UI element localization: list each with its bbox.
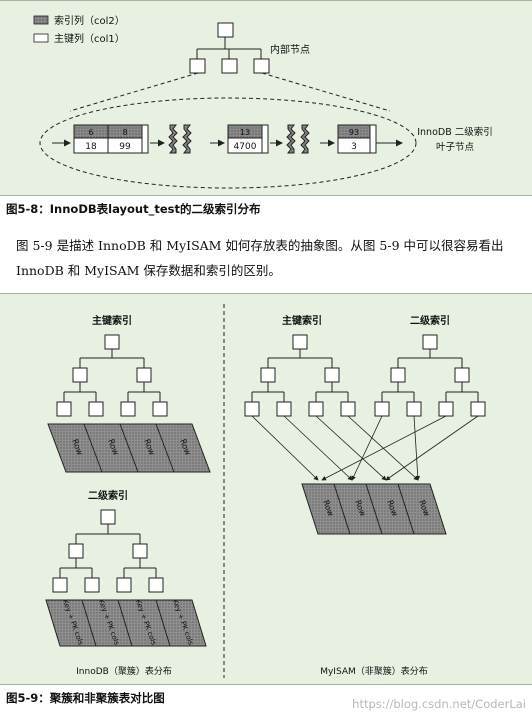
myisam-primary-leaf — [308, 401, 324, 417]
myisam-primary-leaf — [244, 401, 260, 417]
leaf-1-key-value: 8 — [122, 128, 127, 137]
leaf-1-pk-value: 18 — [85, 142, 97, 152]
internal-node — [189, 58, 206, 74]
leaf-3-pk-value: 3 — [351, 142, 357, 152]
innodb-secondary-leaf — [52, 577, 68, 593]
internal-node — [253, 58, 270, 74]
body-paragraph: 图 5-9 是描述 InnoDB 和 MyISAM 如何存放表的抽象图。从图 5… — [16, 238, 504, 278]
myisam-secondary-leaf — [406, 401, 422, 417]
innodb-primary-title: 主键索引 — [92, 314, 132, 327]
myisam-primary-root — [292, 334, 308, 350]
figure-5-8-caption: 图5-8：InnoDB表layout_test的二级索引分布 — [6, 202, 261, 216]
innodb-secondary-leaf — [84, 577, 100, 593]
page-break-marker — [168, 124, 192, 154]
page-break-marker — [286, 124, 310, 154]
innodb-primary-root — [104, 334, 120, 350]
leaf-1-pk-value: 99 — [119, 142, 131, 152]
innodb-secondary-title: 二级索引 — [88, 489, 128, 502]
leaf-level-envelope — [39, 97, 417, 189]
row-pointer-arrows — [251, 415, 479, 481]
myisam-secondary-node — [454, 367, 470, 383]
leaf-2-pk-value: 4700 — [234, 142, 257, 152]
internal-node — [221, 58, 238, 74]
innodb-secondary-node — [132, 543, 148, 559]
legend-secondary-label: 索引列（col2） — [54, 14, 125, 27]
innodb-secondary-node — [68, 543, 84, 559]
myisam-secondary-title: 二级索引 — [410, 314, 450, 327]
legend-secondary-swatch — [33, 15, 49, 25]
figure-5-9-panel: 主键索引 Row Row Row Row 二级索引 — [0, 293, 532, 685]
myisam-primary-leaf — [340, 401, 356, 417]
myisam-primary-node — [260, 367, 276, 383]
myisam-primary-leaf — [276, 401, 292, 417]
leaf-label-line2: 叶子节点 — [436, 142, 475, 153]
figure-5-9-caption: 图5-9：聚簇和非聚簇表对比图 — [6, 691, 165, 705]
innodb-secondary-root — [100, 509, 116, 525]
myisam-primary-node — [324, 367, 340, 383]
myisam-secondary-node — [390, 367, 406, 383]
figure-5-8-diagram: 索引列（col2） 主键列（col1） 内部节点 6 8 18 99 — [33, 14, 493, 189]
root-node — [217, 22, 234, 38]
watermark-url: https://blog.csdn.net/CoderLai — [352, 697, 526, 711]
innodb-secondary-leaf — [116, 577, 132, 593]
innodb-secondary-leaf — [148, 577, 164, 593]
leaf-2-key-value: 13 — [240, 128, 250, 137]
innodb-primary-node — [136, 367, 152, 383]
innodb-primary-leaf — [120, 401, 136, 417]
myisam-footer: MyISAM（非聚簇）表分布 — [320, 665, 428, 677]
innodb-primary-leaf — [56, 401, 72, 417]
innodb-primary-leaf — [152, 401, 168, 417]
innodb-primary-node — [72, 367, 88, 383]
legend-primary-label: 主键列（col1） — [54, 32, 125, 45]
leaf-label-line1: InnoDB 二级索引 — [417, 126, 493, 138]
figure-5-8-panel: 索引列（col2） 主键列（col1） 内部节点 6 8 18 99 — [0, 0, 532, 196]
myisam-secondary-leaf — [374, 401, 390, 417]
myisam-secondary-leaf — [438, 401, 454, 417]
leaf-1-key-value: 6 — [88, 128, 93, 137]
innodb-footer: InnoDB（聚簇）表分布 — [76, 665, 172, 677]
figure-5-9-diagram: 主键索引 Row Row Row Row 二级索引 — [45, 304, 486, 678]
internal-nodes-label: 内部节点 — [270, 43, 310, 56]
innodb-primary-leaf — [88, 401, 104, 417]
legend-primary-swatch — [33, 33, 49, 43]
myisam-secondary-root — [422, 334, 438, 350]
myisam-secondary-leaf — [470, 401, 486, 417]
leaf-3-key-value: 93 — [349, 128, 359, 137]
myisam-primary-title: 主键索引 — [282, 314, 322, 327]
